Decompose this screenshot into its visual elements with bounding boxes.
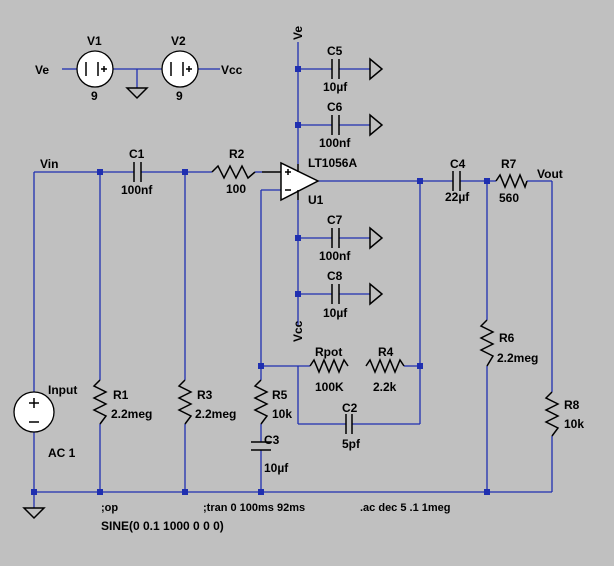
u1-part-label: LT1056A xyxy=(308,156,357,170)
c8-value-label: 10µf xyxy=(323,306,348,320)
net-label-vcc-rail: Vcc xyxy=(291,320,305,342)
r3-name-label: R3 xyxy=(197,388,213,402)
u1-opamp[interactable] xyxy=(262,161,320,202)
rpot-name-label: Rpot xyxy=(315,345,342,359)
rpot-resistor[interactable] xyxy=(309,358,349,374)
r4-name-label: R4 xyxy=(378,345,394,359)
c3-name-label: C3 xyxy=(264,433,280,447)
c1-value-label: 100nf xyxy=(121,183,153,197)
c2-value-label: 5pf xyxy=(342,437,361,451)
r5-value-label: 10k xyxy=(272,407,292,421)
net-label-ve-rail: Ve xyxy=(291,26,305,40)
c7-name-label: C7 xyxy=(327,213,343,227)
op-directive[interactable]: ;op xyxy=(101,502,118,514)
ac-directive[interactable]: .ac dec 5 .1 1meg xyxy=(360,502,451,514)
net-label-vin: Vin xyxy=(40,157,58,171)
c6-value-label: 100nf xyxy=(319,136,351,150)
labels: Ve Vcc Vin Vout Ve Vcc V1 9 V2 9 C1 100n… xyxy=(35,26,584,533)
r7-value-label: 560 xyxy=(499,191,519,205)
v2-source[interactable] xyxy=(161,50,199,88)
r6-name-label: R6 xyxy=(499,331,515,345)
c2-name-label: C2 xyxy=(342,401,358,415)
net-label-vcc: Vcc xyxy=(221,63,243,77)
c8-name-label: C8 xyxy=(327,269,343,283)
net-label-ve: Ve xyxy=(35,63,49,77)
r1-value-label: 2.2meg xyxy=(111,407,152,421)
r8-value-label: 10k xyxy=(564,417,584,431)
c8-capacitor[interactable] xyxy=(331,284,340,304)
r1-name-label: R1 xyxy=(113,388,129,402)
r5-name-label: R5 xyxy=(272,388,288,402)
c4-name-label: C4 xyxy=(450,157,466,171)
c2-capacitor[interactable] xyxy=(345,414,353,434)
r2-resistor[interactable] xyxy=(211,164,256,180)
r2-value-label: 100 xyxy=(226,182,246,196)
input-value-label: AC 1 xyxy=(48,446,76,460)
r6-resistor[interactable] xyxy=(479,319,495,367)
v1-source[interactable] xyxy=(76,50,114,88)
c7-value-label: 100nf xyxy=(319,249,351,263)
c5-capacitor[interactable] xyxy=(331,59,340,79)
r3-value-label: 2.2meg xyxy=(195,407,236,421)
v2-name-label: V2 xyxy=(171,34,186,48)
input-spec-label: SINE(0 0.1 1000 0 0 0) xyxy=(101,519,224,533)
c3-value-label: 10µf xyxy=(264,461,289,475)
r7-resistor[interactable] xyxy=(495,173,528,190)
c4-value-label: 22µf xyxy=(445,190,470,204)
c1-capacitor[interactable] xyxy=(133,162,142,182)
r1-resistor[interactable] xyxy=(92,379,108,425)
input-name-label: Input xyxy=(48,383,77,397)
v2-value-label: 9 xyxy=(176,89,183,103)
r4-value-label: 2.2k xyxy=(373,380,397,394)
c1-name-label: C1 xyxy=(129,147,145,161)
r8-resistor[interactable] xyxy=(544,391,560,437)
net-label-vout: Vout xyxy=(537,167,563,181)
input-voltage-source[interactable] xyxy=(13,391,55,433)
junctions xyxy=(31,66,490,495)
r6-value-label: 2.2meg xyxy=(497,351,538,365)
rpot-value-label: 100K xyxy=(315,380,344,394)
c4-capacitor[interactable] xyxy=(452,171,461,191)
v1-name-label: V1 xyxy=(87,34,102,48)
tran-directive[interactable]: ;tran 0 100ms 92ms xyxy=(203,502,305,514)
c6-capacitor[interactable] xyxy=(331,115,340,135)
r5-resistor[interactable] xyxy=(253,379,269,425)
v1-value-label: 9 xyxy=(91,89,98,103)
r2-name-label: R2 xyxy=(229,147,245,161)
c6-name-label: C6 xyxy=(327,100,343,114)
r7-name-label: R7 xyxy=(501,157,517,171)
r8-name-label: R8 xyxy=(564,398,580,412)
c7-capacitor[interactable] xyxy=(331,228,340,248)
ground-symbol-main xyxy=(22,507,46,520)
ground-flags-bypass xyxy=(369,57,384,306)
r4-resistor[interactable] xyxy=(365,358,405,374)
wires xyxy=(33,42,553,508)
r3-resistor[interactable] xyxy=(177,379,193,425)
ground-symbol-supply xyxy=(125,87,149,100)
c5-value-label: 10µf xyxy=(323,80,348,94)
c3-capacitor[interactable] xyxy=(251,441,271,451)
c5-name-label: C5 xyxy=(327,44,343,58)
u1-name-label: U1 xyxy=(308,193,324,207)
